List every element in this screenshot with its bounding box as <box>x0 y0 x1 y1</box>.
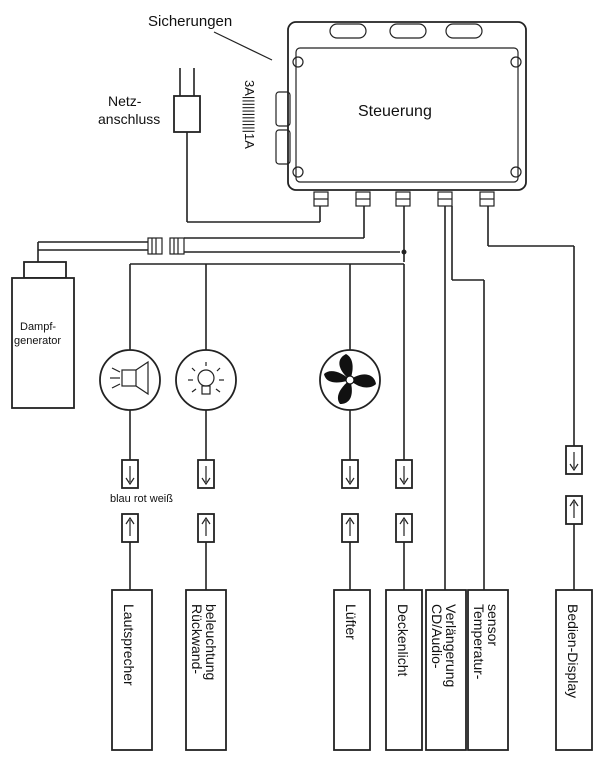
steam-generator-wiring <box>37 206 400 262</box>
device-label-speaker: Lautsprecher <box>121 604 137 686</box>
svg-text:CD/Audio-: CD/Audio- <box>429 604 445 669</box>
svg-text:beleuchtung: beleuchtung <box>203 604 219 680</box>
device-label-display: Bedien-Display <box>565 604 581 698</box>
svg-text:Verlängerung: Verlängerung <box>443 604 459 687</box>
controller-box: Steuerung <box>275 21 527 191</box>
lower-connectors <box>121 495 583 543</box>
wire-colors-label: blau rot weiß <box>110 493 173 505</box>
mains-plug <box>173 68 321 223</box>
fuses-label: Sicherungen <box>148 13 232 30</box>
device-label-cd-audio: CD/Audio- Verlängerung <box>429 604 459 687</box>
backlight-icon <box>175 349 237 411</box>
cable-glands <box>313 191 495 207</box>
device-label-fan: Lüfter <box>343 604 359 640</box>
fuse-values-label: 3A|||||||||||1A <box>242 80 257 149</box>
device-labels: Lautsprecher Rückwand- beleuchtung Lüfte… <box>121 604 581 698</box>
svg-text:Temperatur-: Temperatur- <box>471 604 487 680</box>
mains-label-line1: Netz- <box>108 93 142 109</box>
upper-connectors <box>121 445 583 489</box>
controller-label: Steuerung <box>358 103 432 120</box>
steam-generator: Dampf- generator <box>11 261 75 409</box>
device-boxes <box>111 589 593 751</box>
svg-text:Rückwand-: Rückwand- <box>189 604 205 674</box>
svg-text:sensor: sensor <box>485 604 501 646</box>
device-label-ceiling-light: Deckenlicht <box>395 604 411 676</box>
distribution-bus <box>129 206 407 460</box>
speaker-icon <box>99 349 161 411</box>
steam-label-line1: Dampf- <box>20 321 56 333</box>
lower-lines <box>129 524 575 590</box>
device-label-temp-sensor: Temperatur- sensor <box>471 604 501 680</box>
steam-label-line2: generator <box>14 335 61 347</box>
mains-label-line2: anschluss <box>98 111 160 127</box>
fan-icon <box>319 349 381 411</box>
device-lines <box>129 206 575 590</box>
device-label-backlight: Rückwand- beleuchtung <box>189 604 219 680</box>
